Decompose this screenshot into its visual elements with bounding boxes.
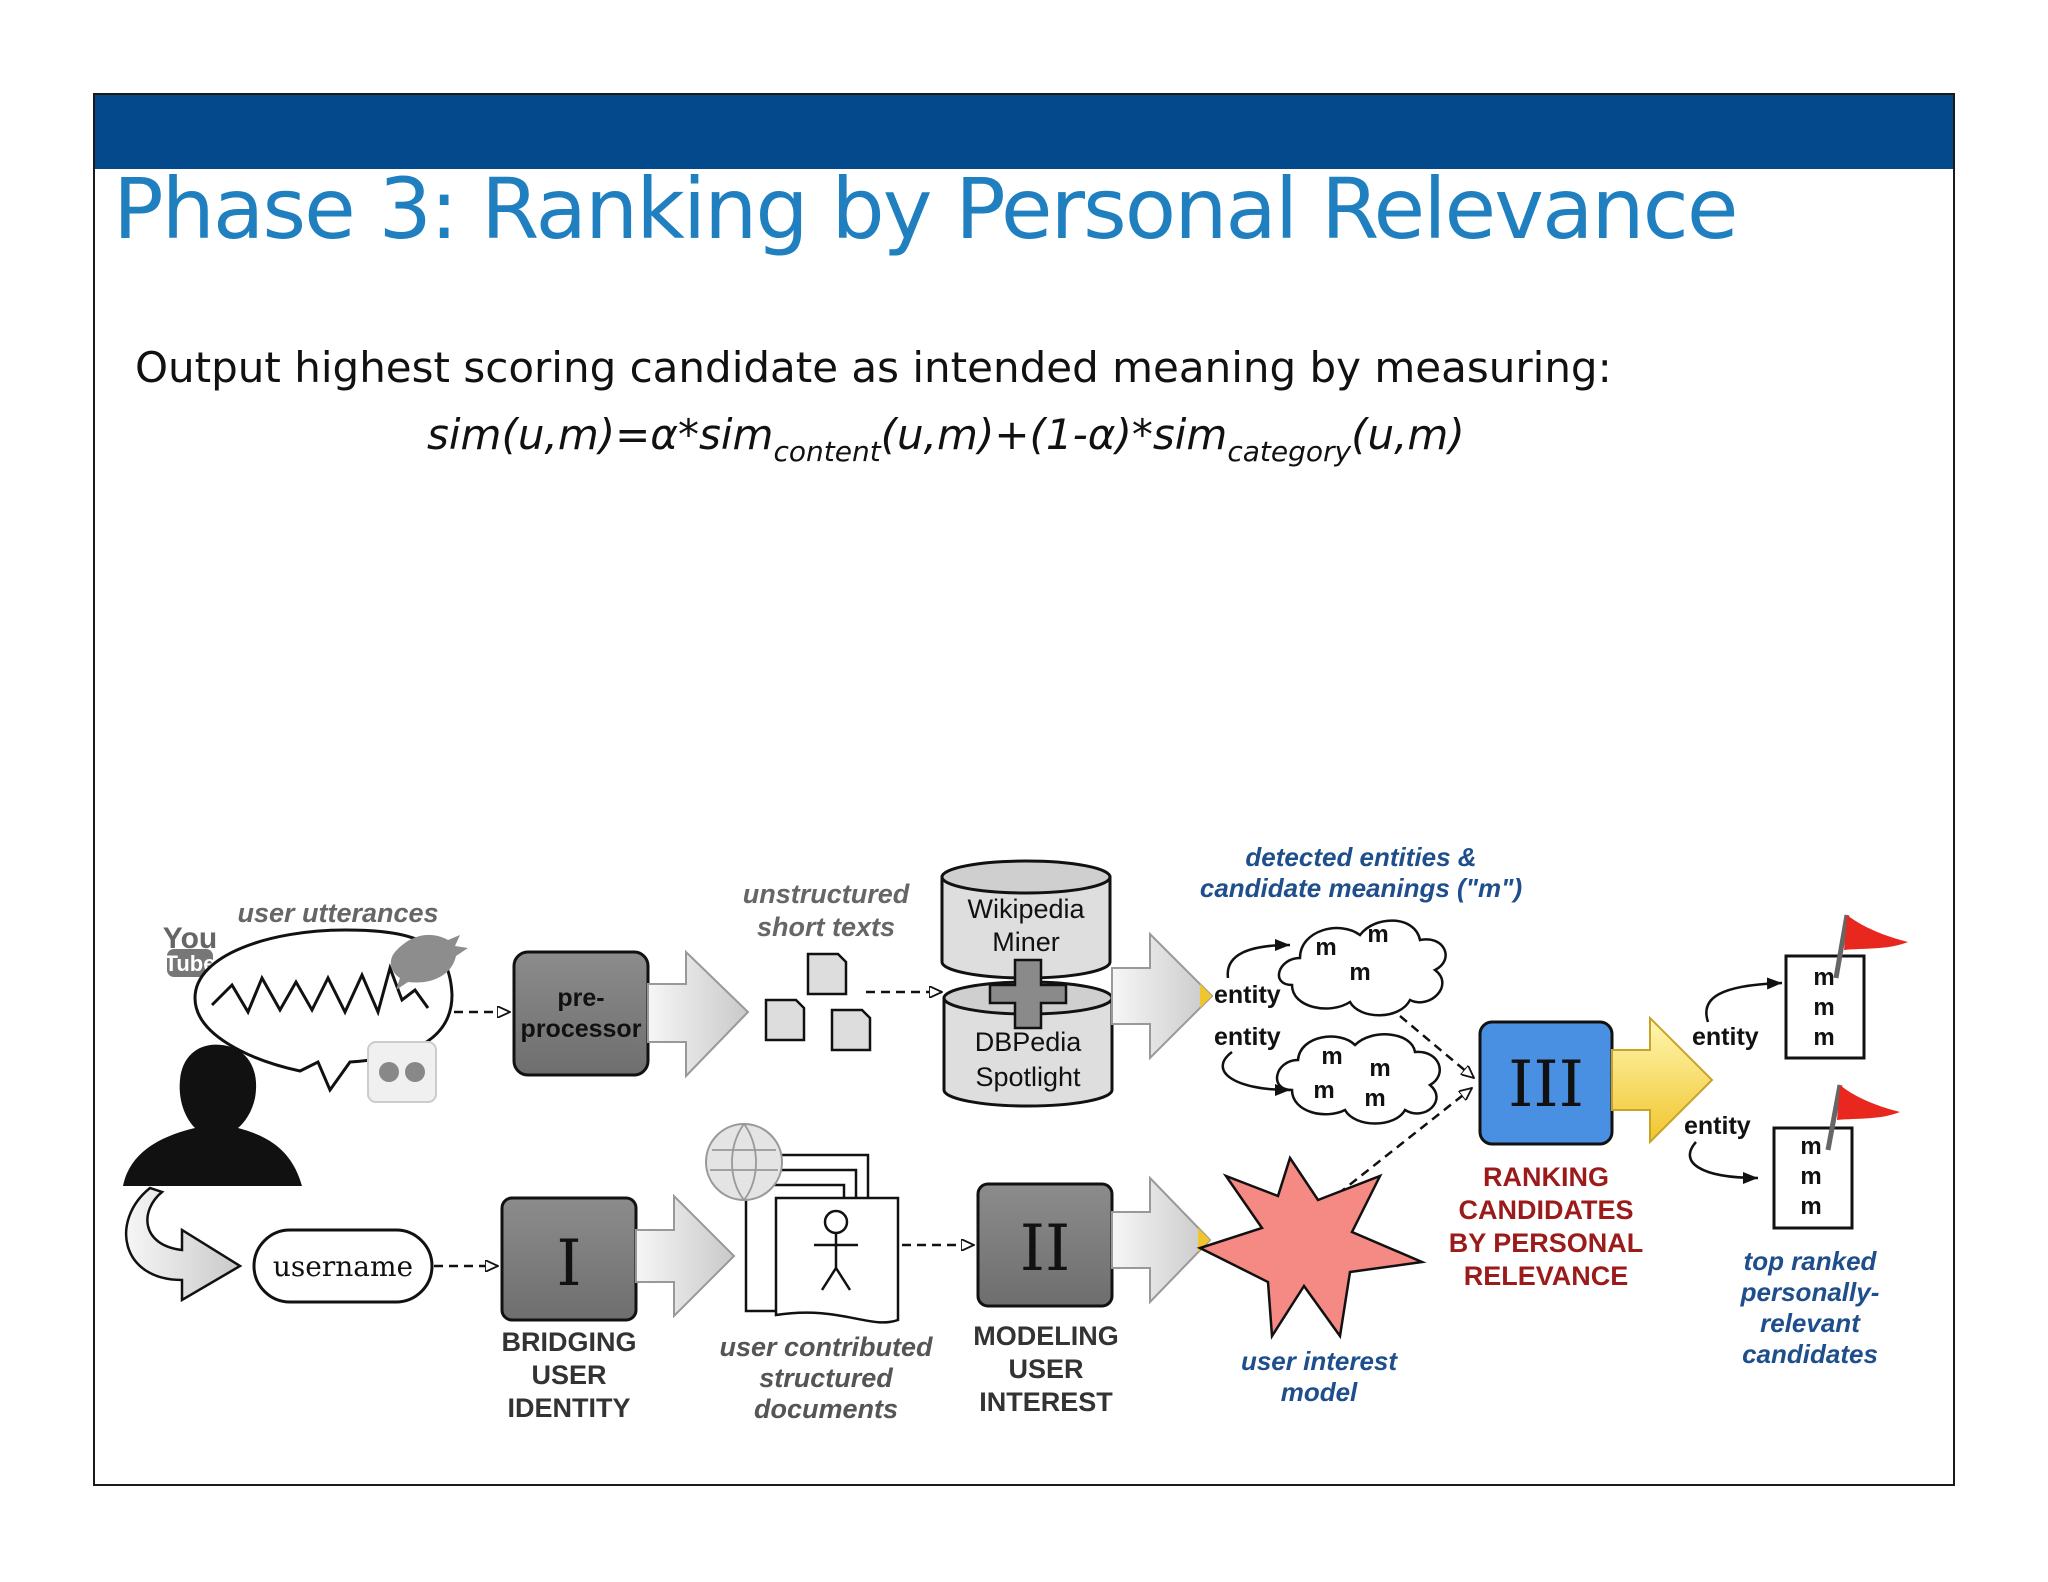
card2-m-1: m	[1800, 1133, 1821, 1160]
cloud1-m-2: m	[1367, 921, 1388, 948]
short-text-documents-icon	[764, 952, 872, 1052]
twitter-bird-icon	[390, 934, 468, 990]
modeling-label-3: INTEREST	[979, 1387, 1113, 1417]
arrow-interest-to-ranking	[1337, 1088, 1472, 1195]
body-text: Output highest scoring candidate as inte…	[135, 343, 1612, 392]
youtube-icon: You Tube	[163, 922, 217, 977]
red-flag-icon	[1825, 1084, 1900, 1151]
preprocessor-label-1: pre-	[557, 984, 604, 1012]
cloud2-m-3: m	[1313, 1077, 1334, 1104]
bridging-label-3: IDENTITY	[507, 1393, 630, 1423]
documents-label-1: user contributed	[719, 1332, 933, 1362]
wikipedia-globe-icon	[705, 1123, 783, 1201]
flow-arrow-4	[1111, 1175, 1212, 1305]
user-to-username-arrow	[125, 1186, 243, 1303]
card2-m-3: m	[1800, 1193, 1821, 1220]
output-entity-label-1: entity	[1692, 1023, 1759, 1051]
top-ranked-label-4: candidates	[1742, 1339, 1878, 1369]
modeling-label-1: MODELING	[973, 1321, 1119, 1351]
person-stick-figure-icon	[814, 1209, 858, 1291]
documents-label-2: structured	[759, 1363, 893, 1393]
stage-3-numeral: III	[1508, 1048, 1584, 1122]
stage-3-box: III	[1478, 1020, 1614, 1146]
candidate-cloud-2: m m m m	[1275, 1033, 1441, 1125]
username-pill: username	[252, 1228, 434, 1304]
user-utterances-label: user utterances	[237, 898, 438, 928]
ranking-label-1: RANKING	[1483, 1162, 1609, 1192]
output-entity-arrow-1	[1705, 977, 1783, 1023]
stage-2-numeral: II	[1020, 1212, 1071, 1286]
bridging-label-1: BRIDGING	[502, 1327, 637, 1357]
card1-m-1: m	[1813, 964, 1834, 991]
output-entity-label-2: entity	[1684, 1112, 1751, 1140]
preprocessor-label-2: processor	[521, 1015, 642, 1043]
unstructured-label-2: short texts	[757, 912, 895, 942]
unstructured-label-1: unstructured	[743, 879, 910, 909]
username-label: username	[273, 1250, 413, 1283]
user-silhouette-icon	[123, 1044, 302, 1186]
user-interest-label-1: user interest	[1241, 1346, 1398, 1376]
ranked-candidates-card-1: m m m	[1784, 954, 1866, 1060]
documents-label-3: documents	[754, 1394, 898, 1424]
entity-label-2: entity	[1214, 1023, 1281, 1051]
formula-subscript-category: category	[1227, 435, 1352, 468]
ranking-label-4: RELEVANCE	[1464, 1261, 1629, 1291]
entity-arrow-1	[1226, 939, 1291, 979]
arrow-clouds-to-ranking	[1399, 1015, 1474, 1078]
card2-m-2: m	[1800, 1163, 1821, 1190]
formula-part-3: (u,m)	[1351, 410, 1465, 459]
entity-arrow-2	[1221, 1051, 1291, 1096]
red-flag-icon	[1833, 914, 1908, 979]
top-ranked-label-2: personally-	[1740, 1277, 1880, 1307]
wikipedia-miner-label-1: Wikipedia	[967, 894, 1085, 924]
wikipedia-miner-label-2: Miner	[992, 927, 1060, 957]
candidate-cloud-1: m m m	[1277, 919, 1447, 1017]
user-interest-label-2: model	[1281, 1377, 1358, 1407]
cloud1-m-1: m	[1315, 934, 1336, 961]
cloud2-m-2: m	[1369, 1055, 1390, 1082]
stage-1-box: I	[500, 1196, 638, 1322]
ranking-label-3: BY PERSONAL	[1449, 1228, 1644, 1258]
entity-label-1: entity	[1214, 981, 1281, 1009]
dbpedia-label-2: Spotlight	[975, 1062, 1081, 1092]
cloud2-m-4: m	[1364, 1085, 1385, 1112]
top-ranked-label-3: relevant	[1760, 1308, 1861, 1338]
bridging-label-2: USER	[531, 1360, 606, 1390]
title-bar	[95, 95, 1953, 169]
stage-2-box: II	[976, 1182, 1114, 1308]
detected-entities-label-1: detected entities &	[1245, 842, 1476, 872]
flow-arrow-2	[1111, 931, 1214, 1061]
flow-arrow-1	[647, 949, 750, 1079]
ranking-label-2: CANDIDATES	[1459, 1195, 1634, 1225]
formula-part-2: (u,m)+(1-α)*sim	[880, 410, 1228, 459]
flickr-icon	[367, 1041, 437, 1103]
detected-entities-label-2: candidate meanings ("m")	[1200, 873, 1522, 903]
user-interest-star	[1196, 1155, 1427, 1340]
flow-arrow-3	[635, 1193, 736, 1319]
preprocessor-box: pre- processor	[512, 950, 650, 1077]
output-entity-arrow-2	[1688, 1141, 1759, 1184]
similarity-formula: sim(u,m)=α*simcontent(u,m)+(1-α)*simcate…	[427, 410, 1465, 468]
top-ranked-label-1: top ranked	[1744, 1246, 1878, 1276]
slide-title: Phase 3: Ranking by Personal Relevance	[113, 160, 1739, 258]
stage-1-numeral: I	[556, 1227, 581, 1301]
ranked-candidates-card-2: m m m	[1772, 1126, 1854, 1230]
dbpedia-label-1: DBPedia	[975, 1027, 1083, 1057]
cloud1-m-3: m	[1349, 959, 1370, 986]
plus-icon	[988, 958, 1068, 1030]
card1-m-2: m	[1813, 994, 1834, 1021]
formula-subscript-content: content	[773, 435, 881, 468]
wikipedia-miner-cylinder: Wikipedia Miner	[940, 859, 1112, 980]
card1-m-3: m	[1813, 1024, 1834, 1051]
ranking-output-arrow	[1611, 1015, 1714, 1145]
modeling-label-2: USER	[1008, 1354, 1083, 1384]
cloud2-m-1: m	[1321, 1043, 1342, 1070]
formula-part-1: sim(u,m)=α*sim	[427, 410, 774, 459]
